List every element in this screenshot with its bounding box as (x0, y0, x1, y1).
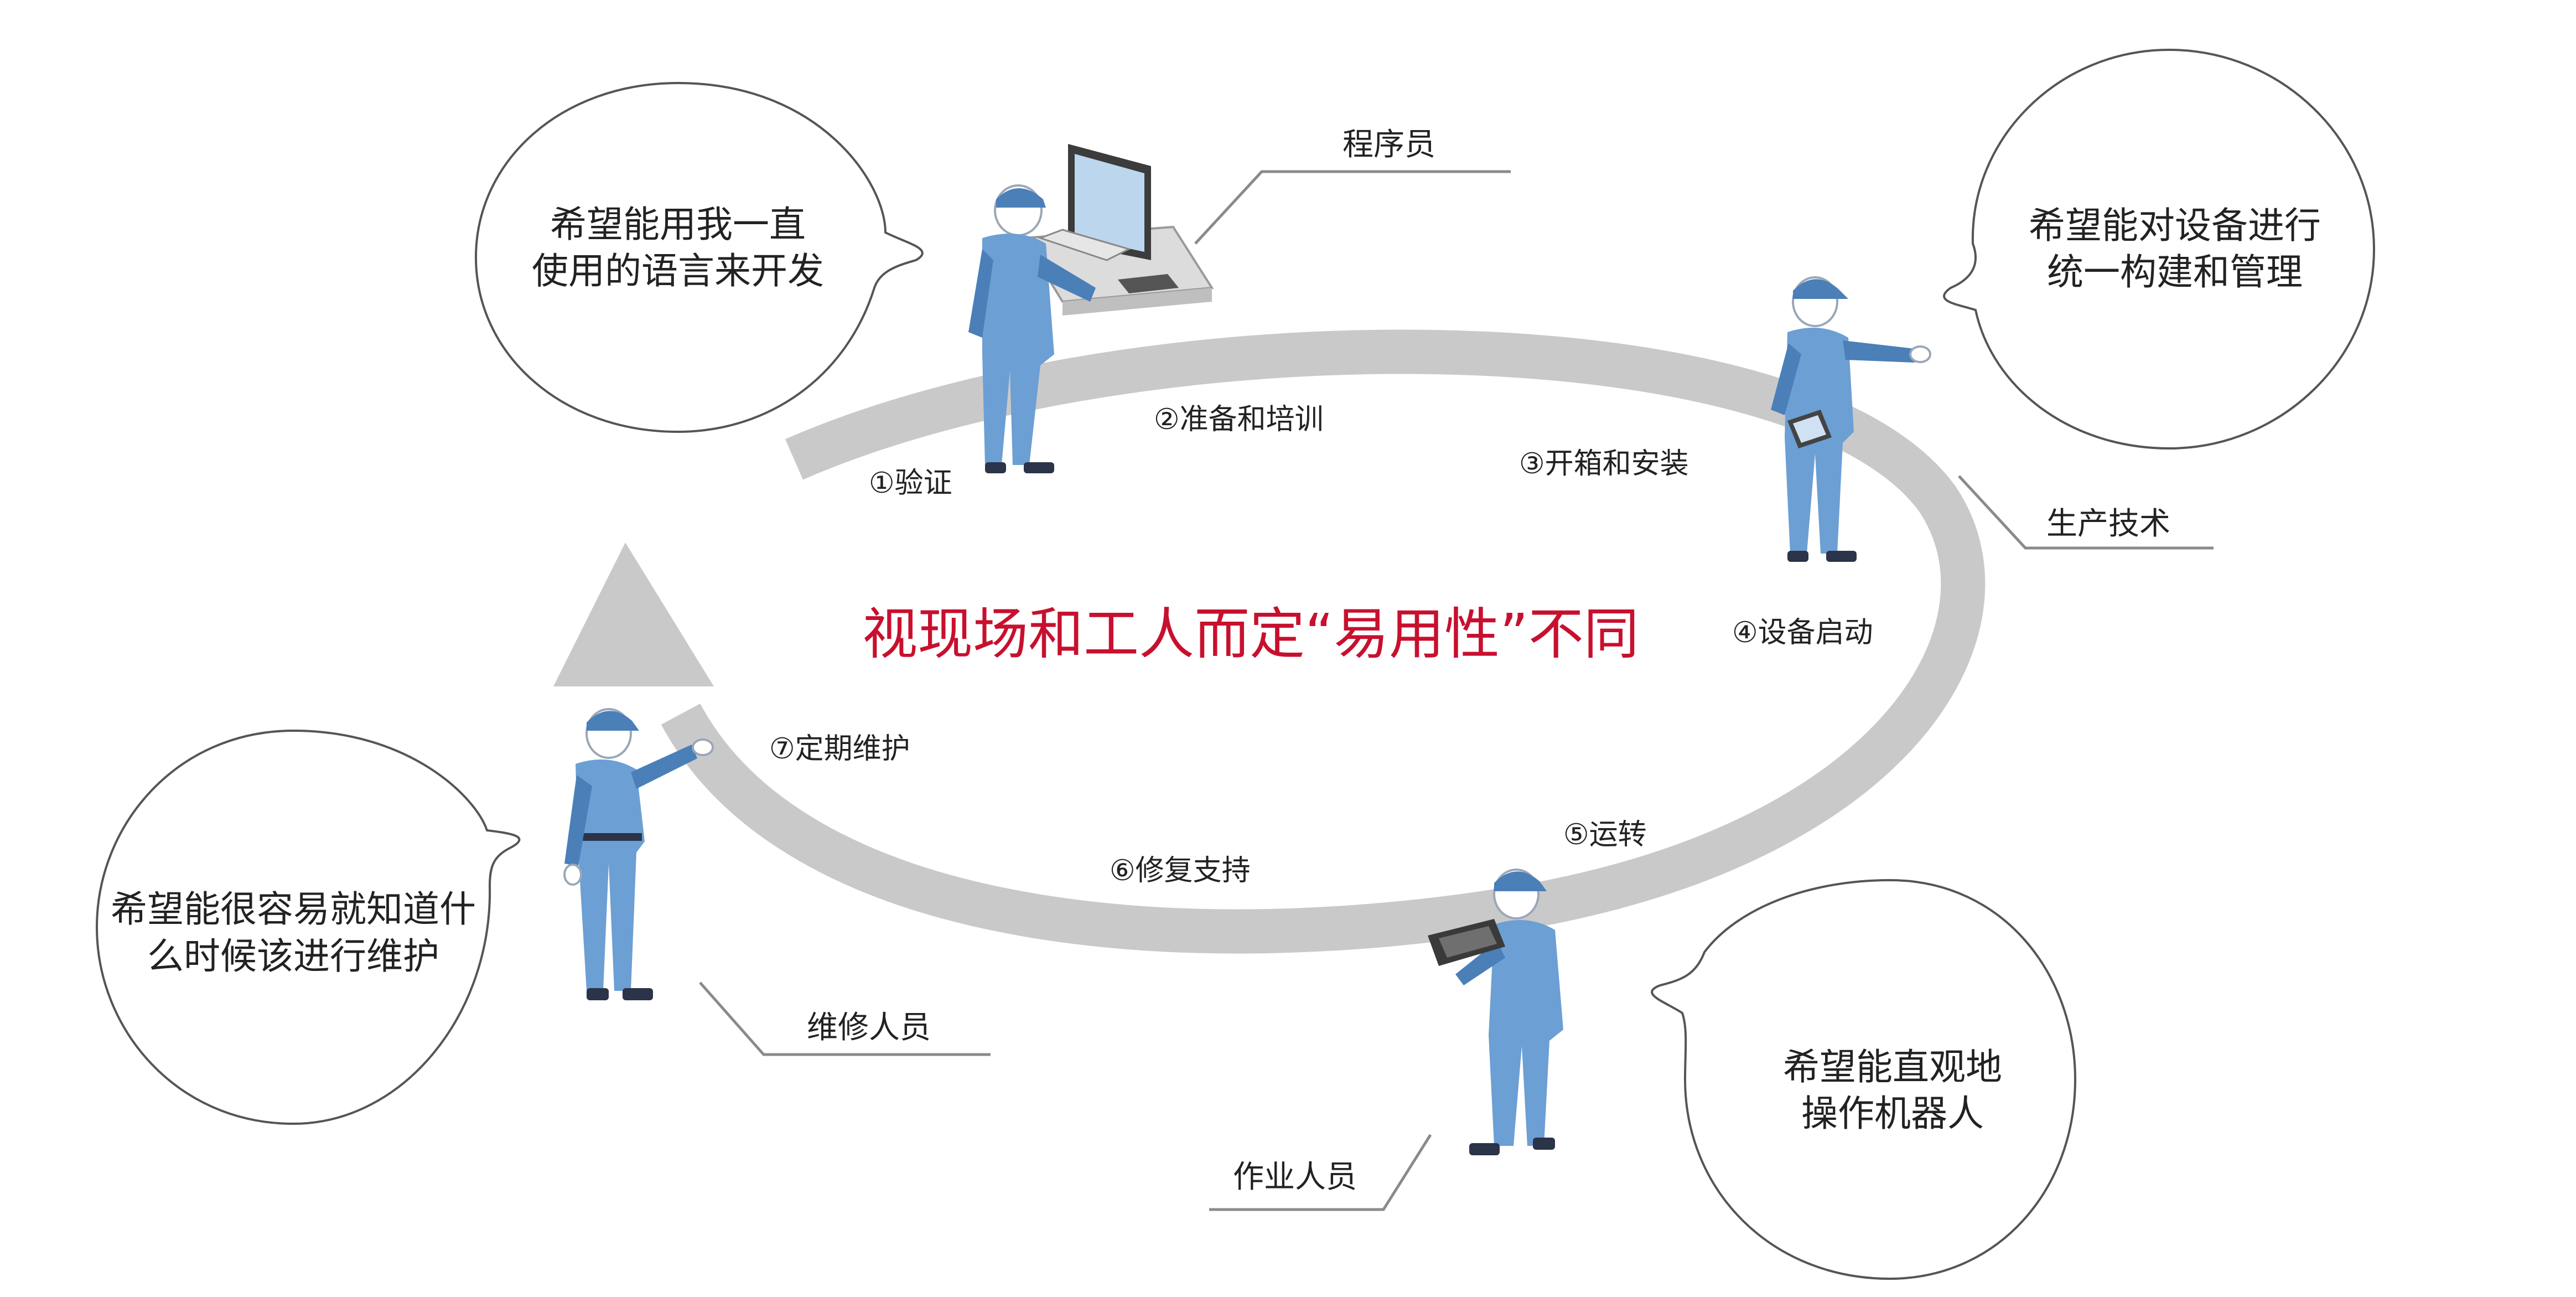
bubble-maintenance-line2: 么时候该进行维护 (147, 935, 439, 978)
cycle-ring (553, 329, 1986, 954)
cycle-arrow-head (553, 542, 714, 686)
role-programmer-label: 程序员 (1343, 127, 1435, 163)
bubble-programmer: 希望能用我一直 使用的语言来开发 (474, 81, 924, 433)
bubble-operator: 希望能直观地 操作机器人 (1651, 879, 2077, 1280)
bubble-production-engineer-line2: 统一构建和管理 (2047, 251, 2303, 293)
center-title: 视现场和工人而定“易用性”不同 (862, 602, 1639, 666)
role-production-engineer-label: 生产技术 (2046, 506, 2170, 542)
maintenance-figure (563, 708, 714, 1000)
step-5-label: ⑤运转 (1563, 818, 1647, 851)
bubble-operator-line2: 操作机器人 (1801, 1092, 1984, 1135)
bubble-maintenance: 希望能很容易就知道什 么时候该进行维护 (95, 729, 521, 1125)
step-7-label: ⑦定期维护 (769, 732, 910, 766)
step-6-label: ⑥修复支持 (1110, 854, 1251, 887)
role-maintenance: 维修人员 (699, 981, 991, 1056)
operator-figure (1428, 869, 1563, 1155)
step-3-label: ③开箱和安装 (1519, 447, 1689, 480)
role-operator: 作业人员 (1209, 1134, 1432, 1211)
step-1-label: ①验证 (869, 467, 952, 500)
step-4-label: ④设备启动 (1732, 616, 1873, 649)
production-engineer-figure (1771, 276, 1931, 562)
bubble-production-engineer: 希望能对设备进行 统一构建和管理 (1943, 48, 2376, 450)
bubble-operator-line1: 希望能直观地 (1783, 1046, 2002, 1088)
bubble-programmer-line1: 希望能用我一直 (550, 203, 806, 246)
role-programmer: 程序员 (1194, 127, 1511, 245)
role-operator-label: 作业人员 (1233, 1159, 1357, 1195)
programmer-figure (968, 144, 1214, 473)
step-2-label: ②准备和培训 (1154, 403, 1324, 436)
bubble-programmer-line2: 使用的语言来开发 (532, 250, 824, 292)
role-production-engineer: 生产技术 (1958, 475, 2214, 550)
bubble-maintenance-line1: 希望能很容易就知道什 (111, 888, 476, 931)
role-maintenance-label: 维修人员 (807, 1010, 931, 1046)
bubble-production-engineer-line1: 希望能对设备进行 (2029, 204, 2321, 247)
